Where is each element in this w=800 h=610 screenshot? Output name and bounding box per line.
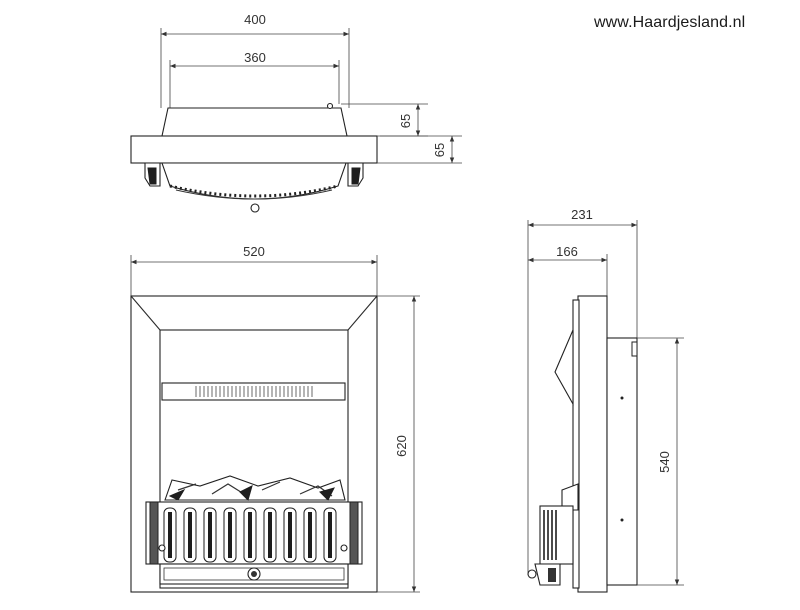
top-view-body <box>161 107 348 137</box>
side-total-depth-dimension: 231 <box>528 207 637 228</box>
side-height-label: 540 <box>657 451 672 473</box>
front-heater-vent <box>161 382 346 401</box>
top-view-basket <box>161 162 347 200</box>
top-rear-depth-dimension: 65 <box>432 136 455 163</box>
top-outer-width-dimension: 400 <box>161 12 349 37</box>
top-view: 400 360 65 65 <box>130 12 462 213</box>
top-view-frame <box>130 135 378 164</box>
side-total-depth-label: 231 <box>571 207 593 222</box>
top-front-depth-label: 65 <box>398 114 413 128</box>
top-inner-width-dimension: 360 <box>170 50 339 69</box>
front-width-dimension: 520 <box>131 244 377 265</box>
side-canopy <box>554 329 574 407</box>
top-inner-width-label: 360 <box>244 50 266 65</box>
front-height-label: 620 <box>394 435 409 457</box>
brand-website: www.Haardjesland.nl <box>594 14 746 31</box>
side-body <box>606 337 638 586</box>
top-outer-width-label: 400 <box>244 12 266 27</box>
side-view: 231 166 540 <box>527 207 684 593</box>
top-rear-depth-label: 65 <box>432 143 447 157</box>
side-body-depth-dimension: 166 <box>528 244 607 263</box>
side-frame-plate <box>577 295 608 593</box>
front-width-label: 520 <box>243 244 265 259</box>
side-body-depth-label: 166 <box>556 244 578 259</box>
front-view: 520 <box>130 244 420 593</box>
side-height-dimension: 540 <box>657 338 680 585</box>
top-front-depth-dimension: 65 <box>398 104 421 136</box>
front-height-dimension: 620 <box>394 296 417 592</box>
